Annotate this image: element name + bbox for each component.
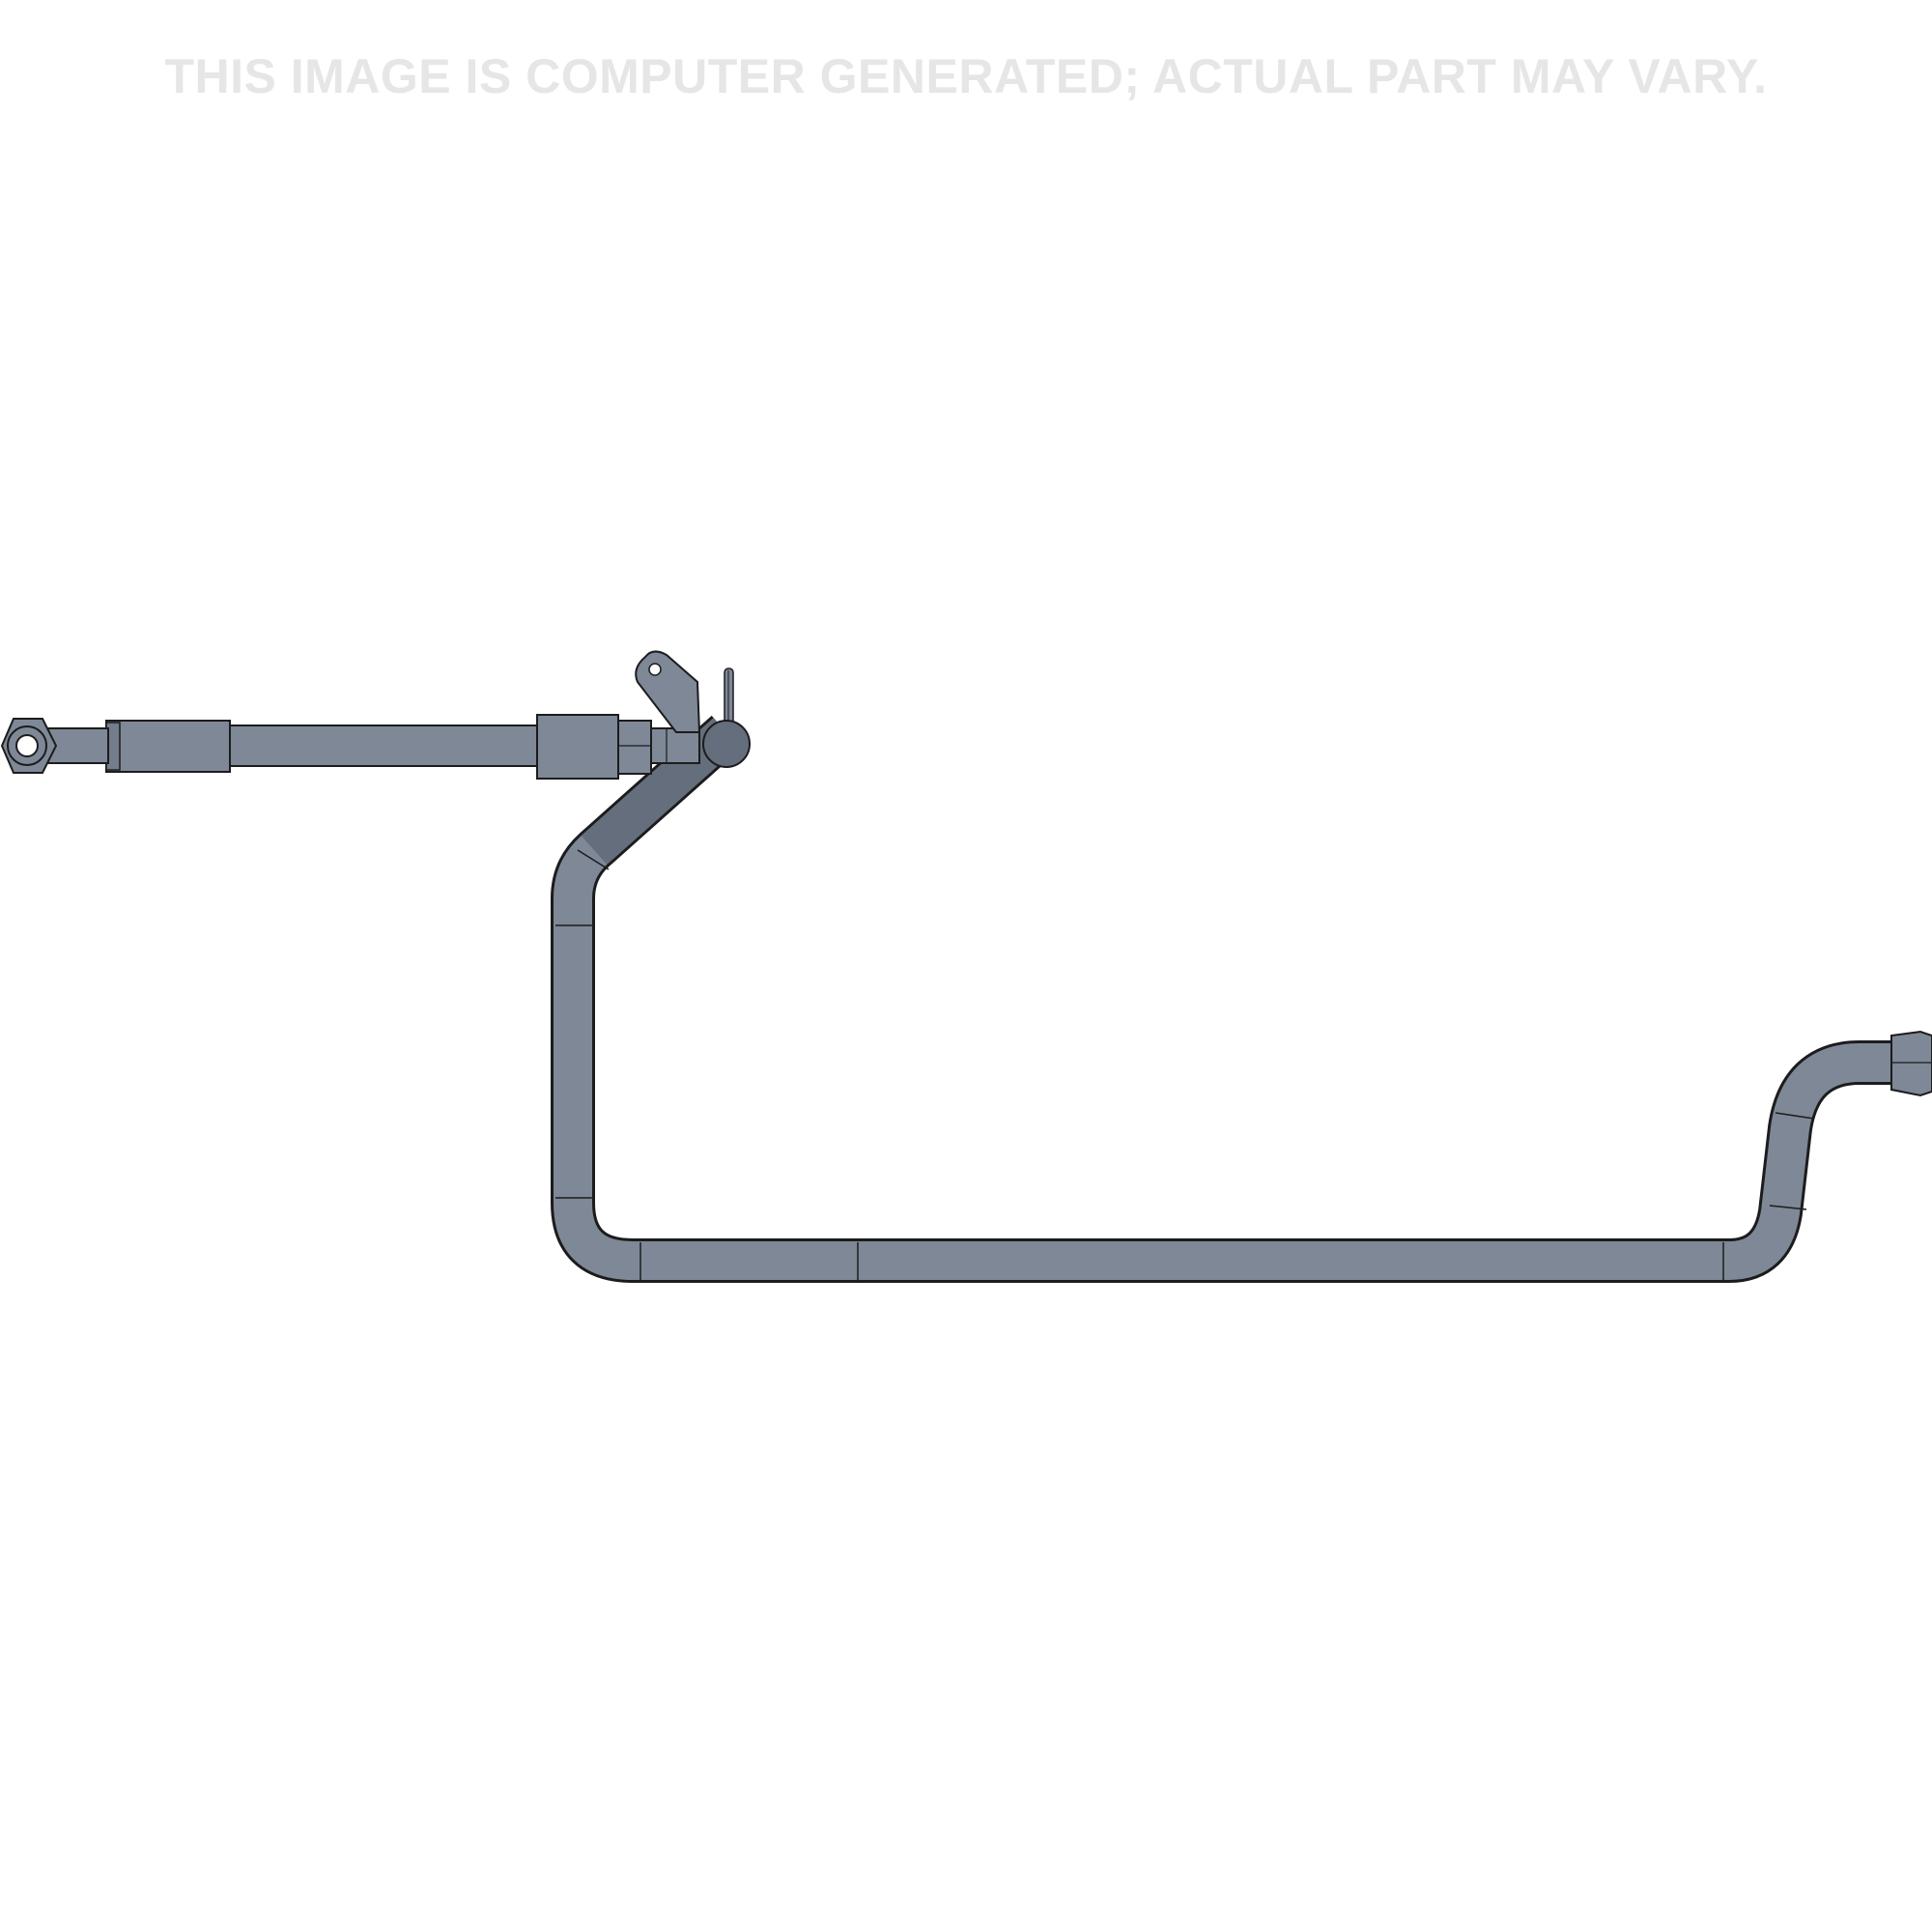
- hose: [227, 724, 543, 767]
- tube-seam: [577, 849, 610, 870]
- watermark-disclaimer: THIS IMAGE IS COMPUTER GENERATED; ACTUAL…: [164, 49, 1768, 103]
- banjo-stem: [47, 727, 109, 764]
- tube-line: [551, 715, 1893, 1283]
- bracket-hole: [648, 663, 662, 676]
- tube-elbow: [702, 720, 751, 768]
- hose-end-fitting: [536, 714, 619, 780]
- tube-seam: [1775, 1112, 1815, 1120]
- banjo-bore: [15, 734, 39, 757]
- tube-nut: [1890, 1030, 1932, 1097]
- hose-assembly: [105, 714, 700, 780]
- hose-crimp-sleeve: [105, 720, 231, 773]
- hose-end-nipple: [650, 727, 700, 764]
- banjo-fitting: [0, 718, 109, 774]
- mounting-bracket: [635, 650, 701, 733]
- hose-end-hex: [617, 720, 652, 775]
- tube-outline: [551, 715, 1893, 1283]
- tube-body: [554, 718, 1893, 1280]
- tube-seam: [1769, 1205, 1807, 1210]
